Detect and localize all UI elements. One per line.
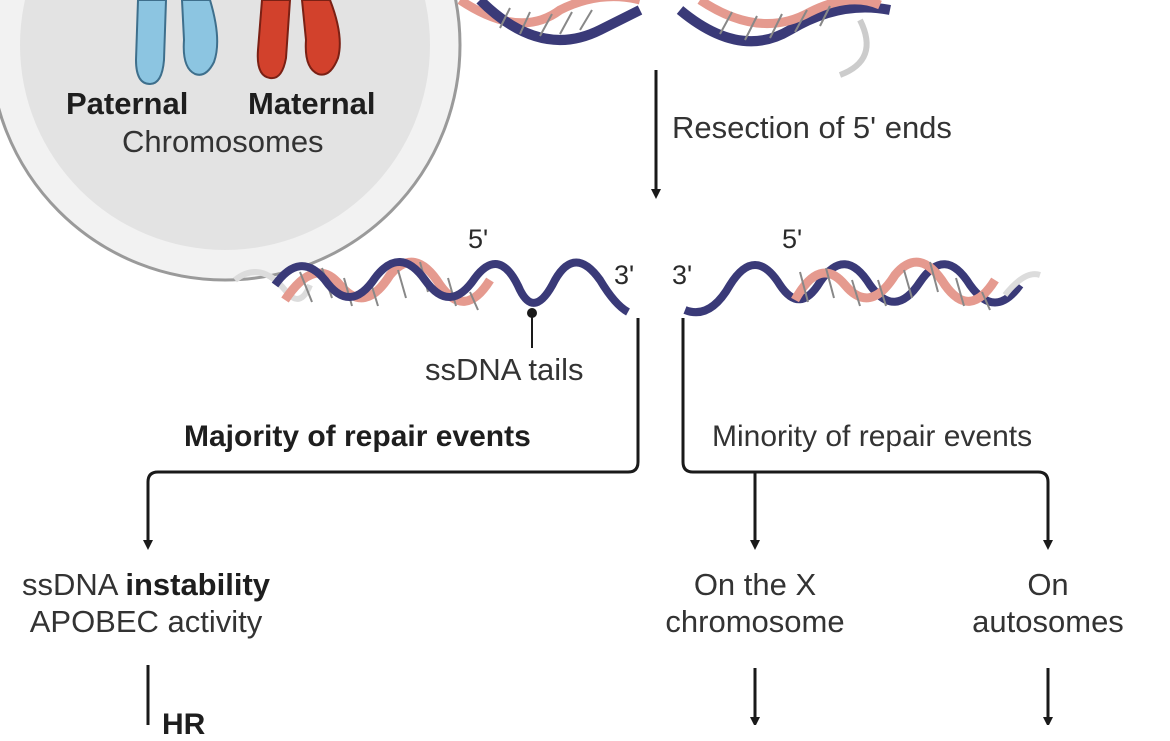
tails-pointer [527,308,537,348]
paternal-label: Paternal [66,86,189,121]
repair-diagram [0,0,1053,725]
x-chromosome-outcome: On the X chromosome [650,566,860,640]
x-line1: On the X [693,567,817,602]
left-resected-dna [233,257,631,316]
minority-branch-line [681,318,1053,550]
instability-bold: instability [125,567,271,602]
apobec-label: APOBEC activity [29,604,263,640]
autosomes-outcome: On autosomes [950,566,1146,640]
resection-label: Resection of 5' ends [672,110,952,145]
chromosomes-label: Chromosomes [122,124,324,159]
x-line2: chromosome [665,604,845,640]
instability-prefix: ssDNA [21,567,117,602]
majority-branch-line [143,318,640,550]
majority-label: Majority of repair events [184,420,531,453]
auto-line1: On [1027,567,1069,602]
maternal-chromosome [256,0,341,80]
right-3prime-label: 3' [672,260,693,290]
top-dna-helix [457,0,891,78]
left-5prime-label: 5' [468,224,489,254]
paternal-chromosome [134,0,219,86]
auto-line2: autosomes [972,604,1124,640]
minority-label: Minority of repair events [712,420,1033,453]
right-resected-dna [683,257,1041,317]
ssdna-tails-label: ssDNA tails [425,352,584,387]
hr-partial-label: HR [162,708,206,741]
right-5prime-label: 5' [782,224,803,254]
instability-outcome: ssDNA instability APOBEC activity [0,566,292,640]
left-3prime-label: 3' [614,260,635,290]
maternal-label: Maternal [248,86,376,121]
